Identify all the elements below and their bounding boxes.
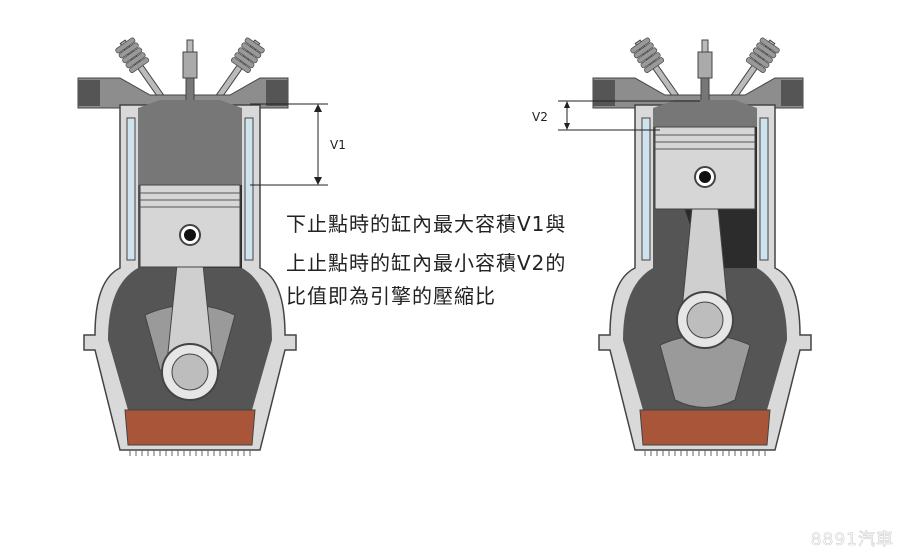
valve-spring — [630, 37, 651, 54]
valve-spring — [122, 47, 143, 64]
spark-plug-tip — [701, 39, 709, 53]
engine-top-dead-center — [592, 37, 812, 456]
valve — [213, 37, 265, 102]
caption-line-1: 下止點時的缸內最大容積V1與 — [286, 212, 567, 236]
valve-spring — [640, 52, 661, 69]
valve-spring — [241, 42, 262, 59]
spark-plug — [697, 51, 713, 79]
valve-spring — [752, 47, 773, 64]
valve — [728, 37, 780, 102]
valve-spring — [637, 47, 658, 64]
caption-line-2: 上止點時的缸內最小容積V2的 — [286, 251, 567, 275]
piston-pin-hole — [699, 171, 711, 183]
valve-spring — [633, 42, 654, 59]
coolant-jacket-right — [244, 117, 254, 261]
watermark: 8891汽車 — [810, 530, 894, 551]
crank-pin — [686, 301, 724, 339]
valve-spring — [759, 37, 780, 54]
combustion-chamber — [138, 100, 242, 185]
valve — [630, 37, 682, 102]
valve-spring — [115, 37, 136, 54]
valve-spring — [756, 42, 777, 59]
valve-spring — [749, 52, 770, 69]
combustion-chamber — [653, 100, 757, 127]
oil-sump — [124, 409, 256, 446]
dimension-v1 — [250, 103, 328, 186]
v1-label: V1 — [330, 138, 346, 152]
spark-plug-tip — [186, 39, 194, 53]
valve-spring — [234, 52, 255, 69]
v2-label: V2 — [532, 110, 548, 124]
coolant-jacket-left — [641, 117, 651, 261]
valve-spring — [644, 57, 665, 74]
dimension-v2 — [558, 100, 700, 131]
intake-port — [593, 80, 615, 106]
spark-plug — [182, 51, 198, 79]
piston-pin-hole — [184, 229, 196, 241]
valve-spring — [129, 57, 150, 74]
valve — [115, 37, 167, 102]
caption-line-3: 比值即為引擎的壓縮比 — [286, 284, 496, 308]
crank-pin — [171, 353, 209, 391]
oil-sump — [639, 409, 771, 446]
valve-spring — [237, 47, 258, 64]
coolant-jacket-right — [759, 117, 769, 261]
engine-top-dead-center — [77, 37, 297, 456]
exhaust-port — [781, 80, 803, 106]
intake-port — [78, 80, 100, 106]
valve-spring — [745, 57, 766, 74]
valve-spring — [230, 57, 251, 74]
valve-spring — [118, 42, 139, 59]
coolant-jacket-left — [126, 117, 136, 261]
valve-spring — [125, 52, 146, 69]
exhaust-port — [266, 80, 288, 106]
v2-arrowheads — [564, 101, 570, 130]
valve-spring — [244, 37, 265, 54]
